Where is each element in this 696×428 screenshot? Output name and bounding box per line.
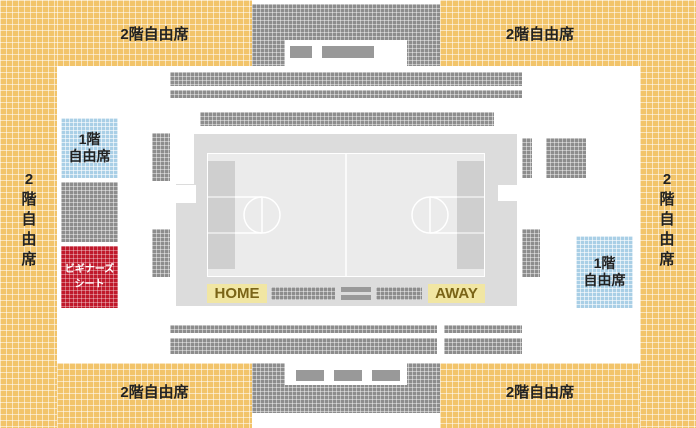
second-floor-right-block[interactable]: [640, 0, 696, 428]
second-floor-left-block[interactable]: [0, 0, 57, 428]
label-2f-left-vertical: 2 階 自 由 席: [14, 170, 44, 270]
second-floor-top-right-block[interactable]: [440, 0, 640, 66]
court-lines: [208, 153, 484, 277]
top-center-small-seats-1[interactable]: [290, 46, 312, 58]
label-char: 2: [24, 171, 34, 188]
bottom-seat-row-1-left[interactable]: [170, 325, 437, 333]
label-beginners-line1: ビギナーズ: [64, 264, 115, 275]
bottom-center-small-seats-1[interactable]: [296, 370, 324, 381]
right-upper-seat-block[interactable]: [546, 138, 586, 178]
first-floor-left-block[interactable]: [61, 118, 118, 178]
scorer-table-upper: [341, 287, 371, 292]
label-char: 自: [21, 211, 37, 228]
top-seat-row-2[interactable]: [170, 90, 522, 98]
second-floor-top-left-block[interactable]: [57, 0, 252, 66]
label-1f-right-line2: 自由席: [583, 272, 626, 288]
label-char: 由: [659, 231, 675, 248]
away-bench-seats[interactable]: [376, 287, 422, 300]
label-2f-top-right: 2階自由席: [505, 26, 575, 43]
label-char: 自: [659, 211, 675, 228]
label-1f-right: 1階 自由席: [576, 236, 633, 308]
label-1f-left-line2: 自由席: [68, 148, 111, 164]
bottom-center-small-seats-3[interactable]: [372, 370, 400, 381]
right-bench-upper[interactable]: [522, 138, 532, 178]
label-char: 2: [662, 171, 672, 188]
home-bench-label: HOME: [207, 284, 267, 303]
top-seat-row-3[interactable]: [200, 112, 494, 126]
court-entry-left: [152, 185, 196, 203]
bottom-seat-row-2-right[interactable]: [444, 338, 522, 354]
label-beginners: ビギナーズ シート: [61, 246, 118, 308]
bottom-center-small-seats-2[interactable]: [334, 370, 362, 381]
label-2f-bottom-right: 2階自由席: [505, 384, 575, 401]
label-1f-left: 1階 自由席: [61, 118, 118, 178]
left-bench-upper[interactable]: [152, 133, 170, 181]
home-bench-seats[interactable]: [271, 287, 335, 300]
label-1f-left-line1: 1階: [78, 131, 101, 148]
left-paint-area: [208, 161, 235, 269]
label-char: 階: [659, 191, 675, 208]
court-entry-right: [498, 185, 542, 201]
label-beginners-line2: シート: [74, 279, 105, 290]
away-bench-label: AWAY: [428, 284, 485, 303]
label-2f-right-vertical: 2 階 自 由 席: [652, 170, 682, 270]
label-2f-bottom-left: 2階自由席: [120, 384, 189, 401]
label-char: 席: [659, 251, 675, 268]
top-center-small-seats-2[interactable]: [322, 46, 374, 58]
bottom-center-seat-block[interactable]: [252, 363, 440, 413]
beginners-seat-block[interactable]: [61, 246, 118, 308]
label-char: 由: [21, 231, 37, 248]
second-floor-bottom-left-block[interactable]: [57, 363, 252, 428]
first-floor-right-block[interactable]: [576, 236, 633, 308]
left-bench-lower[interactable]: [152, 229, 170, 277]
label-char: 席: [21, 251, 37, 268]
left-side-seat-block[interactable]: [61, 182, 118, 242]
second-floor-bottom-right-block[interactable]: [440, 363, 640, 428]
label-char: 階: [21, 191, 37, 208]
court-side-strip-left: [176, 134, 194, 184]
label-2f-top-left: 2階自由席: [120, 26, 189, 43]
scorer-table-lower: [341, 295, 371, 300]
label-1f-right-line1: 1階: [593, 255, 616, 272]
right-bench-lower[interactable]: [522, 229, 540, 277]
bottom-seat-row-2-left[interactable]: [170, 338, 437, 354]
bottom-seat-row-1-right[interactable]: [444, 325, 522, 333]
top-seat-row-1[interactable]: [170, 72, 522, 86]
right-paint-area: [457, 161, 484, 269]
